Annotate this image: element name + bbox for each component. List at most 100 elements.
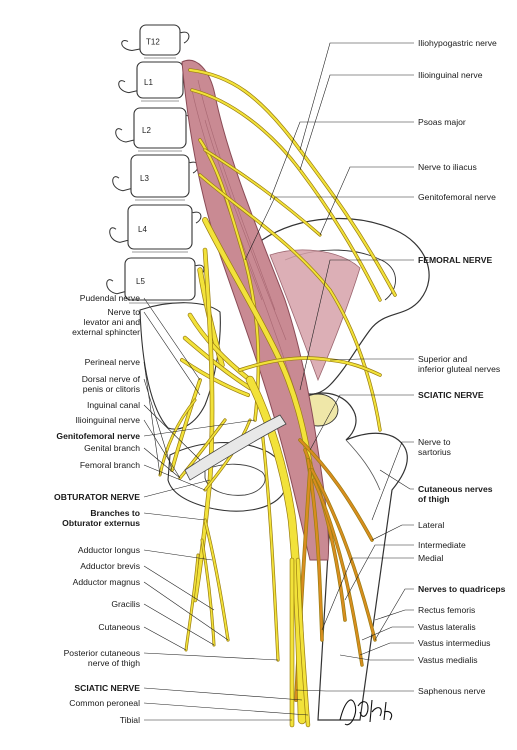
leader-line-right-11 — [344, 544, 414, 601]
nerve-to-iliacus — [204, 149, 321, 236]
leader-line-right-6 — [329, 358, 414, 361]
vertebra-l2: L2 — [115, 107, 196, 152]
right_labels-label-18: Saphenous nerve — [418, 686, 486, 696]
vertebra-t12: T12 — [121, 24, 190, 59]
leader-line-right-10 — [371, 524, 414, 541]
right_labels-label-10: Lateral — [418, 520, 445, 530]
right_labels-label-8: Nerve to sartorius — [418, 437, 451, 457]
leader-line-left-5 — [143, 419, 181, 479]
leader-line-right-15 — [361, 626, 414, 641]
leader-line-right-9 — [379, 469, 414, 490]
leader-line-left-8 — [143, 464, 206, 491]
vertebra-l4: L4 — [109, 204, 202, 253]
leader-lines — [143, 42, 414, 721]
left_labels-label-0: Pudendal nerve — [79, 293, 140, 303]
left_labels-label-13: Adductor magnus — [72, 577, 140, 587]
sacral-root-1 — [188, 313, 252, 382]
vertebra-label-l3: L3 — [140, 174, 149, 183]
leader-line-left-18 — [143, 702, 309, 716]
sacral-root-2 — [183, 336, 252, 390]
left_labels-label-8: Femoral branch — [79, 460, 140, 470]
leader-line-right-1 — [299, 74, 414, 171]
genitofemoral-nerve — [198, 138, 260, 422]
leader-line-left-1 — [143, 311, 201, 396]
vertebra-label-l5: L5 — [136, 277, 145, 286]
vertebra-label-l2: L2 — [142, 126, 151, 135]
leader-line-right-7 — [309, 394, 414, 451]
ilioinguinal-nerve-lower — [179, 419, 226, 479]
vertebra-label-l1: L1 — [144, 78, 153, 87]
leader-line-right-4 — [244, 196, 414, 261]
leader-line-right-3 — [319, 166, 414, 236]
obturator-branch-2 — [201, 539, 215, 646]
left_labels-label-7: Genital branch — [84, 443, 140, 453]
leader-line-left-10 — [143, 512, 206, 521]
right_labels-label-16: Vastus intermedius — [418, 638, 491, 648]
leader-line-right-17 — [339, 654, 414, 661]
vertebra-label-l4: L4 — [138, 225, 147, 234]
pudendal-nerve — [170, 378, 202, 472]
leader-line-right-14 — [374, 609, 414, 621]
right_labels-label-5: FEMORAL NERVE — [418, 255, 493, 265]
leader-line-right-8 — [371, 441, 414, 521]
vertebra-l5: L5 — [106, 257, 205, 304]
leader-line-left-11 — [143, 549, 213, 561]
right_labels-label-13: Nerves to quadriceps — [418, 584, 506, 594]
quadriceps-branch-1 — [311, 469, 376, 641]
iliacus-muscle — [269, 249, 361, 382]
left_labels-label-6: Genitofemoral nerve — [56, 431, 140, 441]
right_labels-label-9: Cutaneous nerves of thigh — [418, 484, 493, 504]
femoral-nerve — [202, 217, 315, 483]
right_labels-label-11: Intermediate — [418, 540, 466, 550]
left_labels-label-16: Posterior cutaneous nerve of thigh — [63, 648, 140, 668]
leader-line-left-9 — [143, 479, 211, 498]
left_labels-label-17: SCIATIC NERVE — [74, 683, 140, 693]
leader-line-right-0 — [299, 42, 414, 151]
posterior-cutaneous-nerve — [261, 429, 279, 661]
left_labels-label-12: Adductor brevis — [80, 561, 140, 571]
leader-line-right-16 — [359, 642, 414, 656]
right_labels-label-15: Vastus lateralis — [418, 622, 476, 632]
common-peroneal-nerve — [296, 558, 310, 727]
left_labels-label-2: Perineal nerve — [84, 357, 140, 367]
leader-line-left-14 — [143, 603, 215, 646]
leader-line-left-15 — [143, 626, 187, 651]
femoral-branch-medial — [306, 458, 324, 642]
inguinal-canal — [184, 414, 287, 481]
leader-line-left-12 — [143, 565, 215, 611]
quadriceps-branch-2 — [313, 479, 363, 666]
leader-line-right-2 — [269, 121, 414, 201]
gluteal-nerves — [238, 356, 382, 377]
vertebra-l3: L3 — [112, 154, 199, 201]
leader-line-left-2 — [143, 361, 161, 476]
femur-neck-line — [345, 439, 381, 491]
right_labels-label-1: Ilioinguinal nerve — [418, 70, 483, 80]
left_labels-label-14: Gracilis — [111, 599, 140, 609]
femoral-branch-lateral — [298, 438, 374, 542]
leader-line-left-0 — [143, 297, 201, 381]
right_labels-label-7: SCIATIC NERVE — [418, 390, 484, 400]
leader-line-left-3 — [143, 378, 173, 471]
right_labels-label-4: Genitofemoral nerve — [418, 192, 496, 202]
leader-line-left-7 — [143, 447, 181, 479]
leader-line-right-13 — [374, 588, 414, 641]
leader-line-right-12 — [321, 557, 414, 631]
right_labels-label-0: Iliohypogastric nerve — [418, 38, 497, 48]
left_labels-label-18: Common peroneal — [69, 698, 140, 708]
right_labels-label-12: Medial — [418, 553, 444, 563]
right_labels-label-17: Vastus medialis — [418, 655, 478, 665]
left_labels-label-5: Ilioinguinal nerve — [75, 415, 141, 425]
left_labels-label-1: Nerve to levator ani and external sphinc… — [72, 307, 140, 337]
obturator-branch-3 — [185, 554, 199, 651]
left_labels-label-11: Adductor longus — [77, 545, 140, 555]
leader-line-right-18 — [295, 689, 414, 692]
leader-line-left-6 — [143, 419, 256, 437]
right_labels-label-2: Psoas major — [418, 117, 466, 127]
vertebra-l1: L1 — [118, 61, 193, 102]
left_labels-label-3: Dorsal nerve of penis or clitoris — [81, 374, 140, 394]
leader-line-left-4 — [143, 404, 201, 461]
lateral-cutaneous-nerve — [199, 174, 381, 431]
leader-line-left-17 — [143, 687, 303, 701]
right_labels-label-14: Rectus femoris — [418, 605, 476, 615]
